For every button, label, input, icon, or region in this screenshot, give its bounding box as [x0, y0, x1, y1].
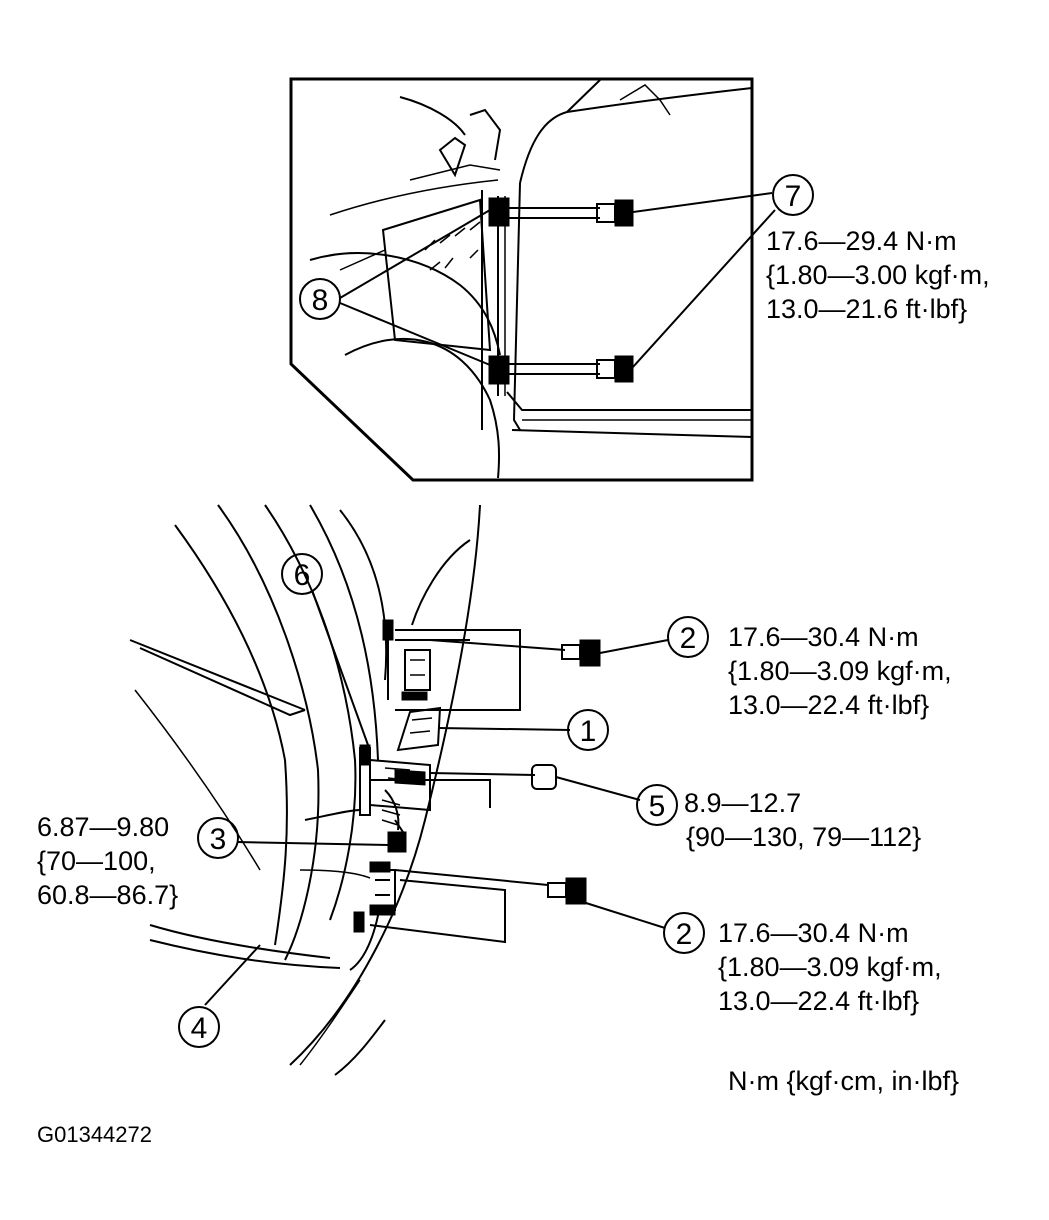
callout-1-label: 1 — [580, 715, 597, 748]
callout-6: 6 — [281, 553, 323, 595]
latch-part-1 — [396, 706, 571, 752]
lower-hinge — [353, 861, 506, 944]
spec-bolt5-line2: {90—130, 79—112} — [686, 822, 921, 852]
callout-2-upper-label: 2 — [680, 622, 697, 655]
fender-outline — [174, 524, 288, 946]
spec-bolt-7: 17.6—29.4 N·m {1.80—3.00 kgf·m, 13.0—21.… — [766, 226, 990, 324]
callout-5: 5 — [636, 784, 678, 826]
spec-bolt-3: 6.87—9.80 {70—100, 60.8—86.7} — [37, 812, 178, 910]
pillar-edge — [289, 504, 481, 1066]
spec-bolt2l-line2: {1.80—3.09 kgf·m, — [718, 952, 942, 982]
spec-bolt7-line1: 17.6—29.4 N·m — [766, 226, 957, 256]
callout-2-upper: 2 — [667, 616, 709, 658]
bolt-2-lower — [394, 869, 666, 929]
callout-5-label: 5 — [649, 790, 666, 823]
callout-8-label: 8 — [312, 284, 329, 317]
leader-3 — [236, 841, 391, 846]
wheel-arch — [344, 337, 501, 479]
callout-6-label: 6 — [294, 559, 311, 592]
spec-bolt-2-lower: 17.6—30.4 N·m {1.80—3.09 kgf·m, 13.0—22.… — [718, 918, 942, 1016]
spec-bolt2u-line1: 17.6—30.4 N·m — [728, 622, 919, 652]
spec-bolt2l-line3: 13.0—22.4 ft·lbf} — [718, 986, 919, 1016]
upper-inset — [289, 77, 776, 482]
callout-4: 4 — [178, 1006, 220, 1048]
spec-bolt-2-upper: 17.6—30.4 N·m {1.80—3.09 kgf·m, 13.0—22.… — [728, 622, 952, 720]
spec-bolt3-line1: 6.87—9.80 — [37, 812, 169, 842]
bolt-2-upper — [429, 639, 669, 667]
spec-bolt2l-line1: 17.6—30.4 N·m — [718, 918, 909, 948]
bolt-7-lower — [488, 355, 634, 385]
spec-bolt2u-line2: {1.80—3.09 kgf·m, — [728, 656, 952, 686]
callout-3: 3 — [197, 817, 239, 859]
callout-7: 7 — [772, 174, 814, 216]
callout-2-lower-label: 2 — [676, 918, 693, 951]
leader-6 — [311, 589, 369, 746]
spec-bolt-5: 8.9—12.7 {90—130, 79—112} — [684, 788, 921, 852]
callout-4-label: 4 — [191, 1012, 208, 1045]
spec-bolt5-line1: 8.9—12.7 — [684, 788, 801, 818]
spec-bolt7-line3: 13.0—21.6 ft·lbf} — [766, 294, 967, 324]
callout-3-label: 3 — [210, 823, 227, 856]
spec-bolt3-line2: {70—100, — [37, 846, 156, 876]
callout-1: 1 — [567, 709, 609, 751]
bolt-7-upper — [488, 197, 634, 227]
body-panel-edge — [519, 87, 753, 184]
leader-4 — [204, 944, 261, 1006]
upper-hinge — [382, 619, 521, 711]
center-bracket — [359, 744, 491, 831]
spec-bolt3-line3: 60.8—86.7} — [37, 880, 178, 910]
units-note: N·m {kgf·cm, in·lbf} — [728, 1066, 959, 1096]
inset-frame — [289, 77, 754, 482]
figure-id: G01344272 — [37, 1122, 152, 1147]
callout-7-label: 7 — [785, 180, 802, 213]
spec-bolt2u-line3: 13.0—22.4 ft·lbf} — [728, 690, 929, 720]
spec-bolt7-line2: {1.80—3.00 kgf·m, — [766, 260, 990, 290]
bolt-3 — [387, 819, 407, 853]
lower-view — [129, 504, 669, 1076]
bolt-5 — [429, 764, 641, 801]
callout-2-lower: 2 — [663, 912, 705, 954]
callout-8: 8 — [299, 278, 341, 320]
